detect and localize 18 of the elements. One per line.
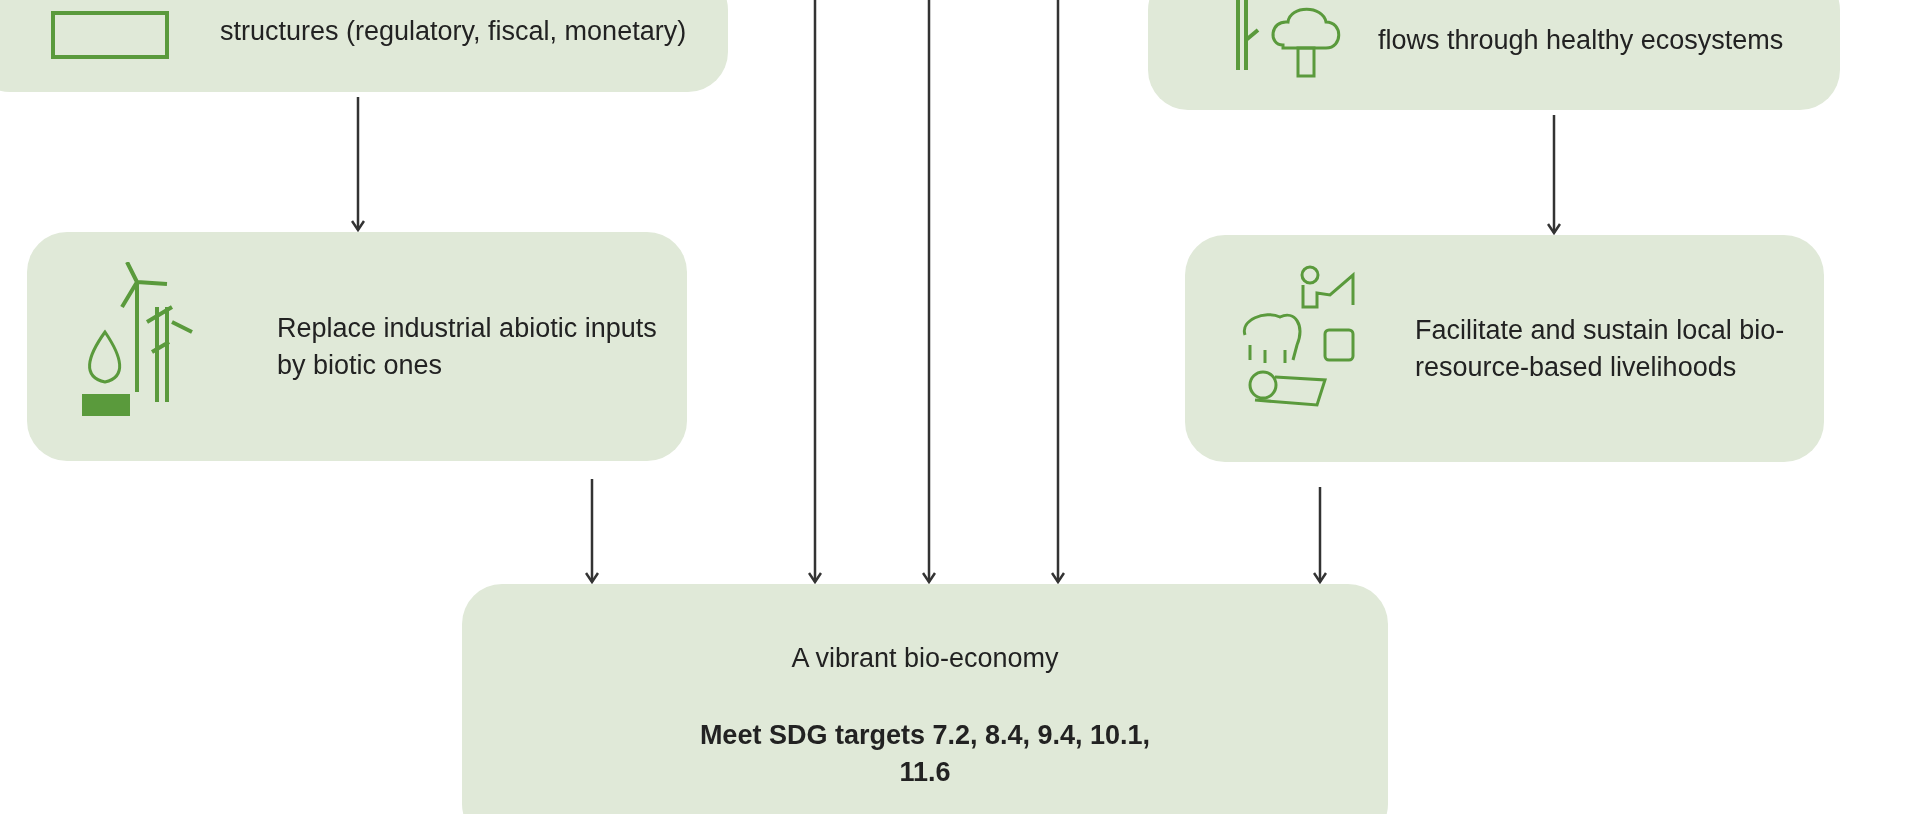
arrow xyxy=(1546,115,1562,235)
arrow xyxy=(350,97,366,232)
arrow xyxy=(584,479,600,584)
process-box xyxy=(27,232,687,461)
box-text: Replace industrial abiotic inputs by biotic ones xyxy=(277,311,657,382)
process-box xyxy=(0,0,728,92)
arrow xyxy=(1050,0,1066,584)
outcome-box xyxy=(462,584,1388,814)
box-text: structures (regulatory, fiscal, monetary) xyxy=(220,14,687,48)
arrow xyxy=(807,0,823,584)
outcome-text: A vibrant bio-economy xyxy=(790,642,1060,675)
box-text: Facilitate and sustain local bio-resource-based livelihoods xyxy=(1415,313,1786,384)
arrow xyxy=(921,0,937,584)
process-box xyxy=(1185,235,1824,462)
arrow xyxy=(1312,487,1328,584)
process-box xyxy=(1148,0,1840,110)
targets-text: Meet SDG targets 7.2, 8.4, 9.4, 10.1, 11.6 xyxy=(698,719,1152,789)
box-text: flows through healthy ecosystems xyxy=(1378,23,1784,57)
